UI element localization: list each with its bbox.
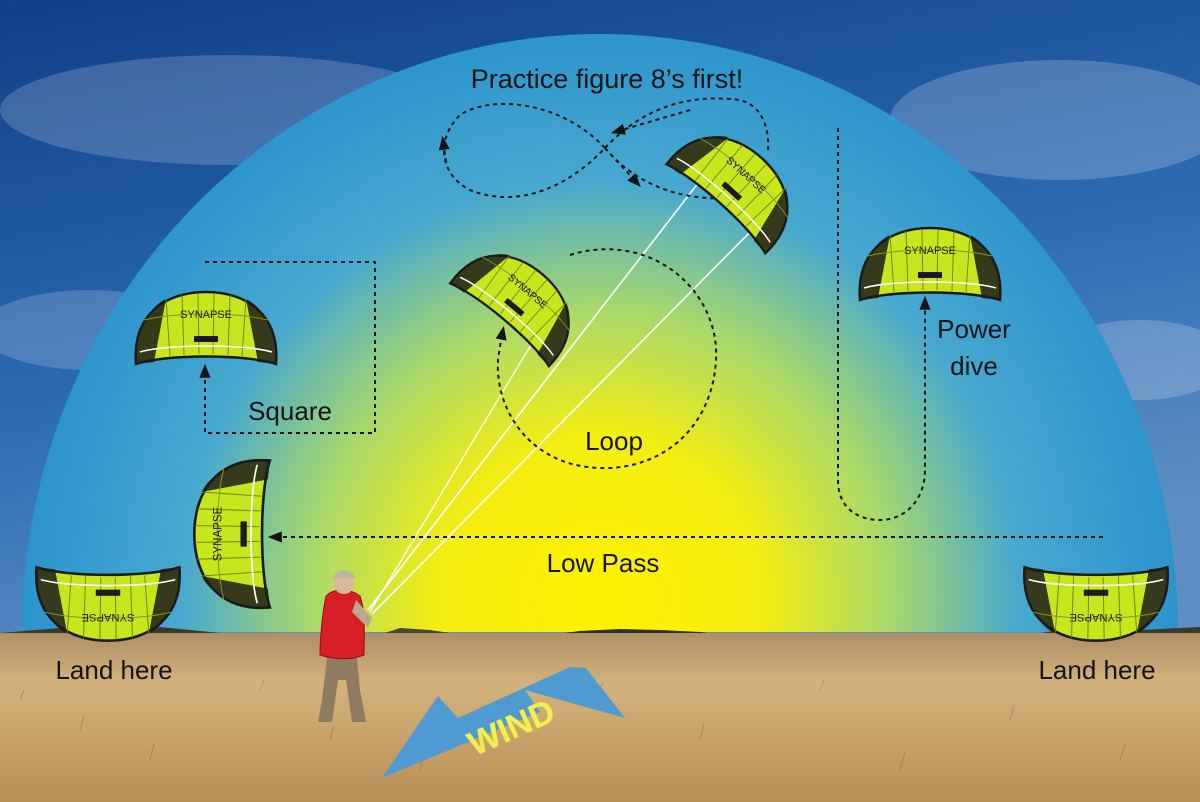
kite-brand-text: SYNAPSE bbox=[180, 309, 232, 321]
kite-square: SYNAPSE bbox=[134, 290, 278, 366]
wind-window bbox=[22, 34, 1178, 632]
grass-field bbox=[0, 633, 1200, 802]
kite-power-dive: SYNAPSE bbox=[858, 226, 1002, 302]
power-dive-path bbox=[837, 128, 931, 522]
land-here-right-label: Land here bbox=[1038, 655, 1155, 685]
kite-line-left bbox=[367, 177, 703, 611]
kite-brand-text: SYNAPSE bbox=[213, 506, 225, 561]
kite-low-pass: SYNAPSE bbox=[192, 458, 272, 610]
kite-flyer-person bbox=[318, 570, 372, 722]
loop-path bbox=[495, 248, 718, 470]
kite-land-left: SYNAPSE bbox=[34, 565, 182, 642]
kite-figure-eight: SYNAPSE bbox=[665, 112, 813, 255]
square-label: Square bbox=[248, 396, 332, 426]
power-dive-label-line2: dive bbox=[950, 351, 998, 381]
low-pass-label: Low Pass bbox=[547, 548, 660, 578]
power-dive-label-line1: Power bbox=[937, 314, 1011, 344]
kite-brand-text: SYNAPSE bbox=[904, 245, 956, 257]
loop-label: Loop bbox=[585, 426, 643, 456]
kite-brand-text: SYNAPSE bbox=[82, 611, 135, 623]
practice-figure-eight-label: Practice figure 8’s first! bbox=[471, 64, 744, 94]
kite-land-right: SYNAPSE bbox=[1022, 565, 1170, 642]
square-path bbox=[199, 261, 376, 434]
kite-brand-text: SYNAPSE bbox=[1070, 611, 1123, 623]
kite-line-right bbox=[371, 221, 761, 615]
kite-loop: SYNAPSE bbox=[448, 231, 593, 368]
land-here-left-label: Land here bbox=[55, 655, 172, 685]
